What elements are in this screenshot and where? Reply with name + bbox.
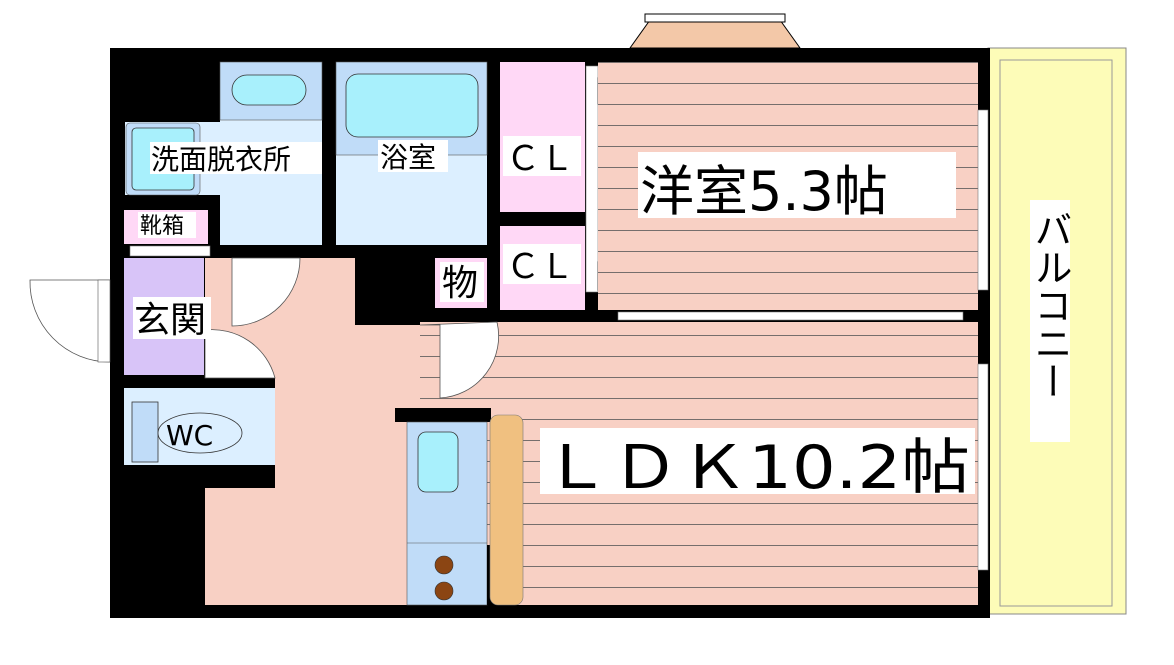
ldk-door [419,321,500,399]
label-toilet: WC [166,419,213,452]
label-closet-2: ＣＬ [506,247,574,287]
bathtub-icon [345,73,479,138]
stove-burner-icon [434,581,454,601]
bay-window-frame [644,13,786,23]
stove-burner-icon [434,555,454,575]
front-door [29,279,111,363]
toilet-door [204,329,276,379]
label-balcony: バルコニー [1028,210,1072,400]
label-shoe-box: 靴箱 [140,214,184,239]
toilet-tank [131,401,159,463]
hallway-floor [205,258,420,605]
label-bathroom: 浴室 [380,141,436,174]
label-washroom: 洗面脱衣所 [151,143,291,176]
kitchen-bar-counter [489,414,524,606]
front-door-frame [97,279,111,363]
shoe-box-door [129,245,211,257]
label-entrance: 玄関 [134,300,206,341]
kitchen-sink-icon [417,431,459,493]
toilet-bowl-icon [157,412,243,454]
balcony-inner-line [999,59,1113,607]
bedroom-sliding-door [617,311,964,321]
washer-drain-icon [231,74,307,106]
label-ldk: ＬＤＫ10.2帖 [542,433,970,503]
closet-doors [585,65,599,293]
label-storage: 物 [442,263,478,304]
washroom-door [231,257,301,327]
bay-window [629,19,801,49]
ldk-window [977,363,989,571]
kitchen-partition [395,408,491,422]
label-bedroom: 洋室5.3帖 [640,160,888,223]
bedroom-window [977,109,989,291]
label-closet-1: ＣＬ [506,139,574,179]
